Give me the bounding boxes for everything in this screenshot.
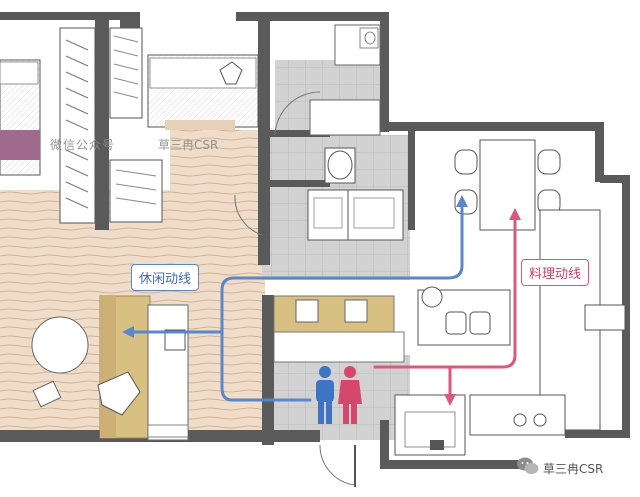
- watermark-left: 微信公众号: [50, 138, 116, 152]
- male-person-icon: [316, 366, 334, 424]
- bed-center: [147, 54, 259, 130]
- leisure-arrow-left: [122, 326, 134, 338]
- floor-cushion: [32, 380, 62, 408]
- watermark-right: 草三冉CSR: [158, 138, 219, 152]
- round-coffee-table: [31, 316, 89, 374]
- bed-left: [0, 59, 41, 176]
- cooking-route-path: [373, 218, 517, 400]
- kitchen-counter: [394, 209, 626, 456]
- toilet-icon: [324, 147, 356, 184]
- female-person-icon: [338, 366, 362, 424]
- leisure-arrow-up: [456, 195, 468, 207]
- sink-icon: [417, 286, 511, 346]
- wechat-icon: [517, 457, 539, 474]
- wardrobe-left: [59, 27, 96, 224]
- cooking-arrow-up: [509, 208, 521, 220]
- wardrobe-center: [109, 27, 163, 223]
- leisure-route-path: [128, 203, 464, 402]
- washer-cabinet: [307, 189, 404, 241]
- watermark-bottom: 草三冉CSR: [543, 462, 604, 476]
- leisure-route-label: 休闲动线: [131, 264, 200, 291]
- dining-table: [454, 139, 561, 231]
- bathroom-fixtures: [309, 24, 381, 136]
- doors: [234, 91, 356, 487]
- cooking-route-label: 料理动线: [521, 259, 590, 286]
- sofa-icon: [97, 295, 189, 441]
- cooking-arrow-down: [444, 394, 456, 406]
- vanity-counter: [273, 295, 405, 363]
- corridor-wood-floor: [170, 130, 270, 200]
